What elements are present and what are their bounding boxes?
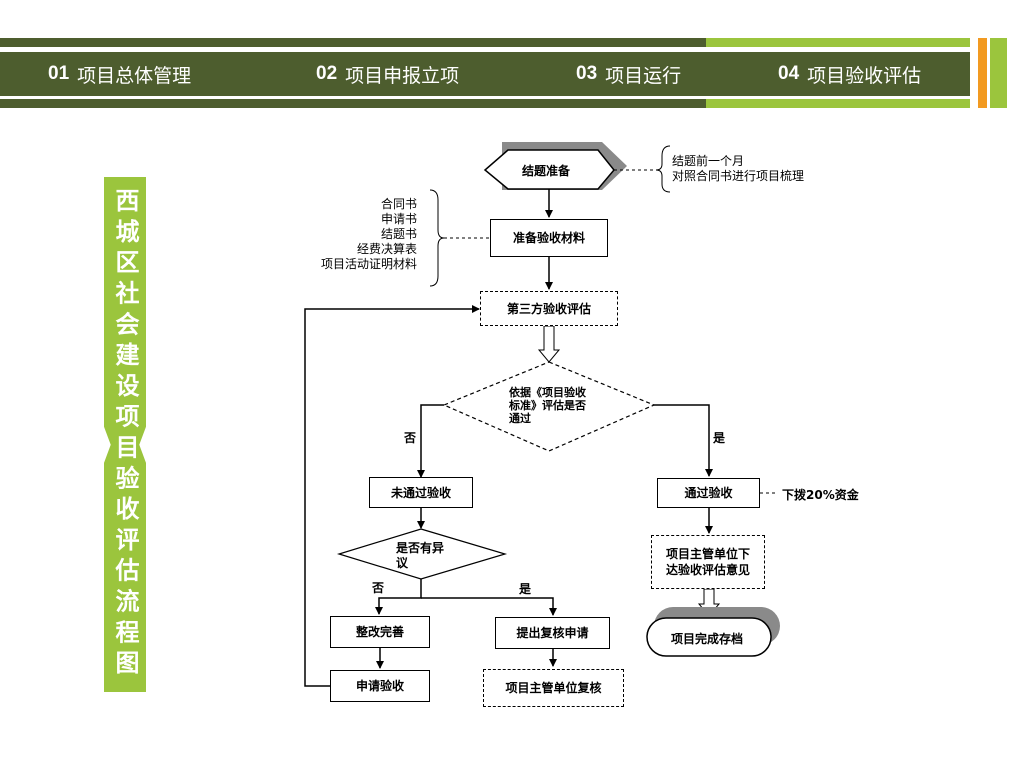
header-top-rule bbox=[0, 38, 706, 47]
third-party-evaluation-box: 第三方验收评估 bbox=[480, 291, 618, 326]
start-hexagon bbox=[483, 149, 615, 190]
material-item: 结题书 bbox=[380, 227, 417, 241]
objection-line: 是否有异 bbox=[396, 541, 445, 555]
review-request-box: 提出复核申请 bbox=[495, 617, 610, 649]
review-request-label: 提出复核申请 bbox=[516, 626, 589, 640]
decision-line: 通过 bbox=[509, 412, 531, 425]
nav-item-overall[interactable]: 01 项目总体管理 bbox=[48, 58, 191, 90]
not-passed-box: 未通过验收 bbox=[369, 477, 473, 508]
header-band bbox=[0, 52, 970, 96]
nav-label: 项目验收评估 bbox=[807, 64, 922, 87]
start-note-line: 对照合同书进行项目梳理 bbox=[672, 169, 805, 183]
material-item: 申请书 bbox=[380, 212, 417, 226]
unit-opinion-line: 达验收评估意见 bbox=[665, 563, 750, 577]
nav-item-acceptance[interactable]: 04 项目验收评估 bbox=[778, 58, 921, 90]
header-bottom-rule-accent bbox=[706, 99, 970, 108]
nav-label: 项目总体管理 bbox=[77, 64, 192, 87]
nav-number: 02 bbox=[316, 63, 338, 84]
header-side-accent-orange bbox=[978, 38, 987, 108]
header-top-rule-accent bbox=[706, 38, 970, 47]
objection-no-label: 否 bbox=[372, 581, 385, 595]
header-bottom-rule bbox=[0, 99, 706, 108]
nav-item-operation[interactable]: 03 项目运行 bbox=[576, 58, 681, 90]
material-item: 经费决算表 bbox=[356, 242, 417, 256]
unit-review-label: 项目主管单位复核 bbox=[505, 681, 602, 695]
unit-opinion-line: 项目主管单位下 bbox=[665, 547, 750, 561]
objection-yes-label: 是 bbox=[519, 582, 532, 596]
header-side-accent-green bbox=[990, 38, 1007, 108]
side-title-banner: 西城区社会建设项目验收评估流程图 bbox=[104, 177, 146, 692]
archive-label: 项目完成存档 bbox=[671, 632, 744, 646]
not-passed-label: 未通过验收 bbox=[390, 485, 451, 500]
reapply-box: 申请验收 bbox=[330, 670, 430, 702]
nav-label: 项目申报立项 bbox=[345, 64, 460, 87]
decision-yes-label: 是 bbox=[713, 431, 726, 445]
rectify-box: 整改完善 bbox=[330, 616, 430, 648]
material-item: 项目活动证明材料 bbox=[320, 257, 417, 271]
decision-diamond bbox=[442, 361, 656, 452]
nav-number: 03 bbox=[576, 63, 598, 84]
objection-line: 议 bbox=[396, 556, 409, 570]
decision-text: 依据《项目验收 标准》评估是否 通过 bbox=[509, 386, 586, 425]
third-party-evaluation-label: 第三方验收评估 bbox=[506, 301, 591, 316]
prepare-materials-label: 准备验收材料 bbox=[512, 231, 585, 245]
passed-label: 通过验收 bbox=[684, 486, 733, 500]
unit-review-box: 项目主管单位复核 bbox=[483, 669, 624, 707]
materials-list: 合同书 申请书 结题书 经费决算表 项目活动证明材料 bbox=[312, 197, 417, 272]
passed-box: 通过验收 bbox=[657, 478, 760, 508]
reapply-label: 申请验收 bbox=[355, 679, 404, 693]
side-title-text: 西城区社会建设项目验收评估流程图 bbox=[111, 188, 139, 681]
decision-line: 依据《项目验收 bbox=[509, 386, 586, 399]
material-item: 合同书 bbox=[380, 197, 417, 211]
rectify-label: 整改完善 bbox=[355, 625, 404, 639]
prepare-materials-box: 准备验收材料 bbox=[490, 219, 608, 257]
nav-number: 04 bbox=[778, 63, 800, 84]
decision-no-label: 否 bbox=[404, 431, 417, 445]
objection-text: 是否有异 议 bbox=[396, 541, 444, 571]
nav-number: 01 bbox=[48, 63, 70, 84]
funding-label: 下拨20%资金 bbox=[782, 488, 859, 502]
nav-label: 项目运行 bbox=[605, 64, 682, 87]
nav-item-application[interactable]: 02 项目申报立项 bbox=[316, 58, 459, 90]
start-label: 结题准备 bbox=[522, 164, 571, 178]
archive-terminal bbox=[646, 617, 772, 657]
start-note-line: 结题前一个月 bbox=[672, 154, 745, 168]
decision-line: 标准》评估是否 bbox=[509, 399, 586, 412]
unit-opinion-box: 项目主管单位下 达验收评估意见 bbox=[651, 535, 765, 589]
start-note: 结题前一个月 对照合同书进行项目梳理 bbox=[672, 154, 804, 184]
